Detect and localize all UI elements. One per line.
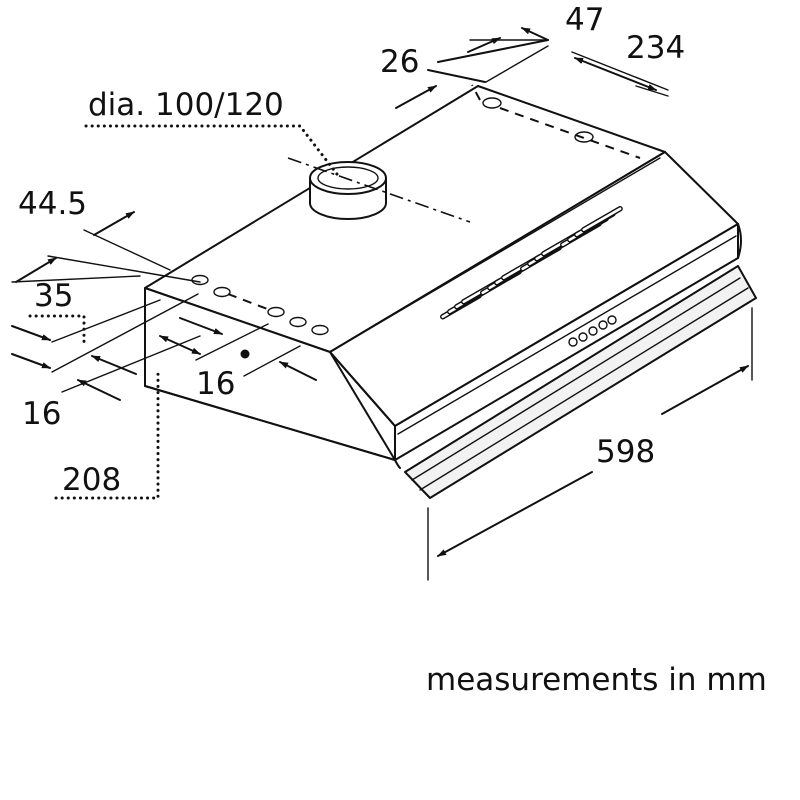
hood-visor [404,265,757,499]
label-234: 234 [626,30,685,66]
hood-body [144,85,742,469]
vent-slot [581,206,623,233]
measurement-unit-note: measurements in mm [426,662,767,698]
leader-lines [28,124,342,500]
label-208: 208 [62,462,121,498]
label-47: 47 [565,2,604,38]
label-dia: dia. 100/120 [88,87,284,123]
control-buttons [568,315,617,347]
mounting-holes-side [191,274,329,359]
label-26: 26 [380,44,419,80]
label-35: 35 [34,278,73,314]
dimension-lines [11,27,753,581]
label-16-left: 16 [22,396,61,432]
vent-grille [440,206,623,320]
label-44-5: 44.5 [18,186,87,222]
label-16-bottom: 16 [196,366,235,402]
dimension-labels: dia. 100/120 26 47 234 44.5 35 16 16 208… [18,2,767,698]
label-598: 598 [596,434,655,470]
mounting-holes-top [471,84,641,159]
